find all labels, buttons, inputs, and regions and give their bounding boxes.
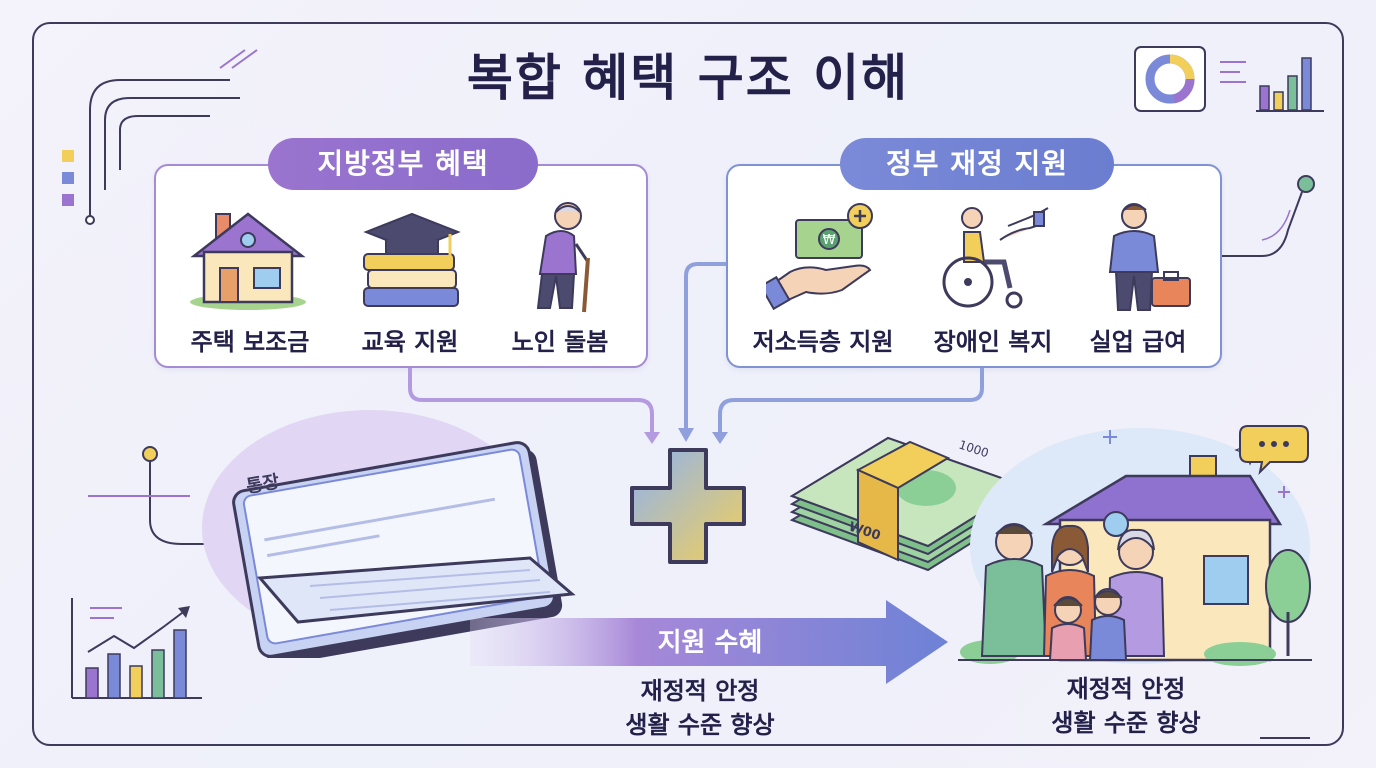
local-item-label-elderly: 노인 돌봄 — [511, 328, 609, 356]
gov-item-label-disability: 장애인 복지 — [933, 328, 1053, 356]
local-item-label-housing: 주택 보조금 — [190, 328, 310, 356]
gov-item-label-low-income: 저소득층 지원 — [752, 328, 894, 356]
elderly-person-icon — [536, 202, 590, 313]
circuit-lines-decoration — [62, 49, 258, 225]
connector-arrows-to-plus — [408, 262, 984, 444]
flow-label: 지원 수혜 — [657, 628, 763, 658]
worker-briefcase-icon — [1108, 203, 1191, 311]
connector-line-right — [1222, 175, 1315, 257]
local-benefits-heading: 지방정부 혜택 — [268, 138, 538, 190]
money-stack-icon: 1000 W00 — [789, 436, 1027, 572]
svg-text:₩: ₩ — [823, 233, 836, 248]
border-frame — [32, 22, 1344, 746]
government-support-heading: 정부 재정 지원 — [840, 138, 1114, 190]
dashboard-chart-icon — [1134, 46, 1324, 112]
corner-line-decoration — [1260, 737, 1310, 739]
cash-hand-icon: ₩ — [766, 203, 873, 310]
flow-arrow — [470, 600, 948, 684]
growth-chart-icon — [71, 598, 202, 699]
local-item-label-education: 교육 지원 — [361, 328, 459, 356]
wheelchair-icon — [942, 207, 1049, 309]
outcome-right-line1: 재정적 안정 — [1066, 675, 1186, 703]
connector-line-left — [88, 446, 222, 545]
graduation-cap-icon — [363, 212, 461, 307]
page-title: 복합 혜택 구조 이해 — [466, 49, 910, 107]
outcome-center-line2: 생활 수준 향상 — [625, 711, 775, 739]
outcome-center-caption: 재정적 안정 생활 수준 향상 — [590, 674, 810, 742]
gov-item-label-unemployment: 실업 급여 — [1089, 328, 1187, 356]
plus-icon — [630, 448, 746, 564]
outcome-center-line1: 재정적 안정 — [640, 677, 760, 705]
outcome-right-line2: 생활 수준 향상 — [1051, 709, 1201, 737]
family-house-icon — [958, 425, 1312, 666]
bankbook-icon — [202, 410, 576, 658]
outcome-right-caption: 재정적 안정 생활 수준 향상 — [1016, 672, 1236, 740]
house-icon — [190, 212, 306, 310]
